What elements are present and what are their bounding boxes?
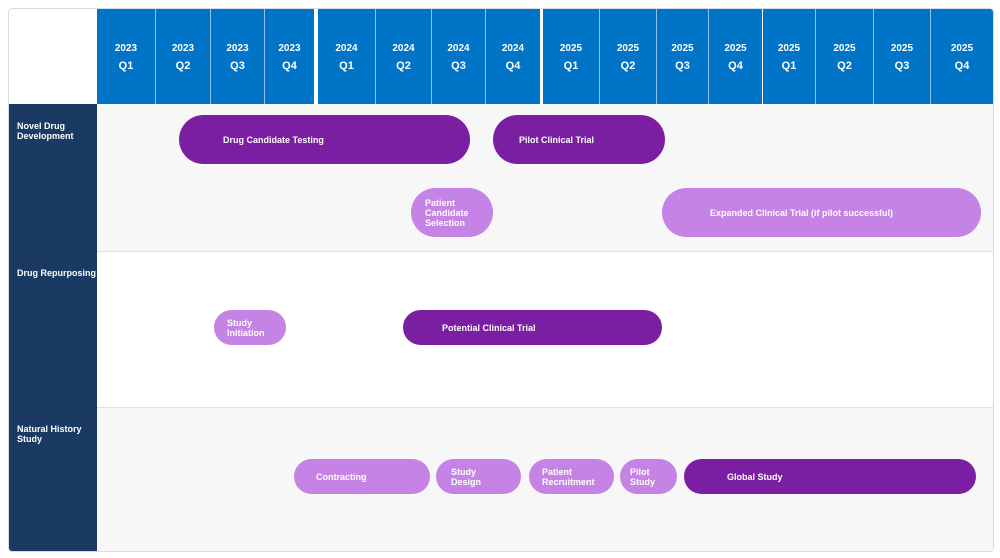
task-bar-study-design[interactable]: Study Design [436, 459, 521, 494]
quarter-header: 2024 Q4 [485, 9, 540, 104]
quarter-year: 2025 [950, 43, 974, 54]
quarter-header: 2025 Q4 [708, 9, 762, 104]
quarter-header: 2024 Q2 [375, 9, 431, 104]
quarter-label: Q2 [175, 60, 191, 72]
task-label: Study Initiation [227, 317, 265, 338]
task-label: Contracting [316, 471, 367, 482]
task-bar-contracting[interactable]: Contracting [294, 459, 430, 494]
task-bar-patient-recruitment[interactable]: Patient Recruitment [529, 459, 614, 494]
quarter-label: Q1 [118, 60, 134, 72]
quarter-year: 2023 [278, 43, 301, 54]
quarter-header: 2025 Q1 [543, 9, 599, 104]
year-block-2: 2024 Q1 2024 Q2 2024 Q3 2024 Q4 [318, 9, 540, 104]
quarter-label: Q2 [837, 60, 852, 72]
task-label: Global Study [727, 471, 783, 482]
quarter-header: 2024 Q3 [431, 9, 485, 104]
quarter-label: Q4 [505, 60, 521, 72]
row-label-natural-history-study: Natural History Study [17, 424, 82, 444]
quarter-year: 2025 [833, 43, 856, 54]
quarter-label: Q1 [781, 60, 797, 72]
quarter-header: 2025 Q1 [763, 9, 815, 104]
quarter-header: 2023 Q3 [210, 9, 264, 104]
quarter-year: 2024 [501, 43, 525, 54]
task-label: Expanded Clinical Trial (if pilot succes… [710, 207, 894, 218]
quarter-label: Q4 [728, 60, 743, 72]
task-label: Patient Candidate Selection [425, 197, 469, 228]
task-bar-pilot-study[interactable]: Pilot Study [620, 459, 677, 494]
year-block-4: 2025 Q1 2025 Q2 2025 Q3 2025 Q4 [763, 9, 993, 104]
quarter-year: 2023 [114, 43, 138, 54]
quarter-year: 2025 [777, 43, 801, 54]
quarter-year: 2025 [559, 43, 583, 54]
task-bar-global-study[interactable]: Global Study [684, 459, 976, 494]
quarter-label: Q1 [339, 60, 354, 72]
row-labels-sidebar: Novel Drug Development Drug Repurposing … [9, 104, 97, 551]
task-label: Potential Clinical Trial [442, 322, 536, 333]
quarter-year: 2025 [671, 43, 694, 54]
quarter-label: Q2 [396, 60, 411, 72]
quarter-year: 2024 [335, 43, 358, 54]
quarter-year: 2023 [226, 43, 249, 54]
quarter-label: Q3 [894, 60, 910, 72]
timeline-lanes: Drug Candidate Testing Pilot Clinical Tr… [97, 104, 993, 551]
task-label: Study Design [451, 466, 482, 487]
quarter-year: 2024 [392, 43, 415, 54]
quarter-header: 2025 Q3 [656, 9, 708, 104]
task-bar-pilot-clinical-trial[interactable]: Pilot Clinical Trial [493, 115, 665, 164]
timeline-header: 2023 Q1 2023 Q2 2023 Q3 2023 Q4 2024 Q1 [97, 9, 993, 104]
header-corner [9, 9, 97, 104]
row-label-novel-drug-development: Novel Drug Development [17, 121, 74, 141]
quarter-header: 2023 Q4 [264, 9, 314, 104]
task-label: Pilot Clinical Trial [519, 134, 595, 145]
quarter-year: 2023 [171, 43, 195, 54]
task-bar-potential-clinical-trial[interactable]: Potential Clinical Trial [403, 310, 662, 345]
year-block-3: 2025 Q1 2025 Q2 2025 Q3 2025 Q4 [543, 9, 762, 104]
quarter-header: 2023 Q2 [155, 9, 210, 104]
quarter-header: 2025 Q4 [930, 9, 993, 104]
roadmap-chart: 2023 Q1 2023 Q2 2023 Q3 2023 Q4 2024 Q1 [8, 8, 994, 552]
quarter-header: 2025 Q3 [873, 9, 930, 104]
quarter-year: 2025 [724, 43, 747, 54]
task-bar-expanded-clinical-trial[interactable]: Expanded Clinical Trial (if pilot succes… [662, 188, 981, 237]
quarter-header: 2025 Q2 [599, 9, 656, 104]
quarter-label: Q2 [620, 60, 636, 72]
quarter-label: Q4 [282, 60, 297, 72]
task-label: Drug Candidate Testing [223, 134, 324, 145]
task-bar-study-initiation[interactable]: Study Initiation [214, 310, 286, 345]
quarter-label: Q1 [563, 60, 579, 72]
quarter-year: 2025 [890, 43, 914, 54]
task-label: Patient Recruitment [542, 466, 595, 487]
quarter-header: 2024 Q1 [318, 9, 375, 104]
quarter-header: 2025 Q2 [815, 9, 873, 104]
quarter-year: 2025 [616, 43, 640, 54]
quarter-year: 2024 [447, 43, 470, 54]
quarter-label: Q3 [451, 60, 466, 72]
quarter-label: Q3 [675, 60, 690, 72]
task-label: Pilot Study [630, 466, 656, 487]
quarter-header: 2023 Q1 [97, 9, 155, 104]
quarter-label: Q4 [954, 60, 970, 72]
year-block-1: 2023 Q1 2023 Q2 2023 Q3 2023 Q4 [97, 9, 314, 104]
task-bar-drug-candidate-testing[interactable]: Drug Candidate Testing [179, 115, 470, 164]
task-bar-patient-candidate-selection[interactable]: Patient Candidate Selection [411, 188, 493, 237]
quarter-label: Q3 [230, 60, 245, 72]
row-label-drug-repurposing: Drug Repurposing [17, 268, 96, 278]
